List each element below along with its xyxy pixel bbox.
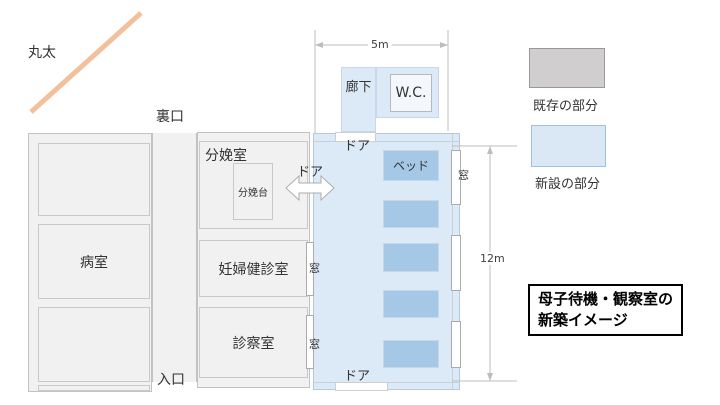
delivery-table-label: 分娩台 [238, 188, 268, 199]
title-line-1: 母子待機・観察室の [538, 290, 674, 308]
dim-arrow-top [487, 146, 493, 154]
dim-label-5m: 5m [368, 38, 392, 51]
door-label-top: ドア [344, 139, 371, 154]
ward-label: 病室 [80, 254, 108, 271]
window-right-3 [451, 321, 461, 368]
dim-arrow-right [440, 42, 448, 48]
window-label-left-1: 窓 [309, 262, 320, 275]
corridor-label: 廊下 [345, 80, 372, 95]
window-right-2 [451, 235, 461, 291]
new-building-inner-wall-top [313, 141, 460, 142]
window-label-left-2: 窓 [309, 338, 320, 351]
left-wing [28, 133, 152, 392]
door-opening-bottom [335, 382, 388, 391]
legend-new-swatch [531, 125, 606, 167]
dim-label-12m: 12m [477, 252, 508, 265]
door-opening-top [335, 132, 376, 142]
door-label-bottom: ドア [344, 369, 371, 384]
door-arrow [285, 174, 335, 202]
window-left-2 [306, 315, 314, 369]
door-label-left: ドア [297, 165, 324, 180]
legend-new-label: 新設の部分 [535, 177, 601, 192]
corridor-hall [152, 133, 197, 382]
dim-arrow-bottom [487, 373, 493, 381]
examination-room-label: 診察室 [232, 335, 275, 352]
title-line-2: 新築イメージ [538, 311, 628, 329]
log-label: 丸太 [28, 45, 56, 61]
window-left-1 [306, 242, 314, 296]
bed-label: ベッド [392, 159, 429, 173]
corridor-box: 廊下 [341, 67, 376, 132]
window-label-right: 窓 [458, 169, 469, 182]
delivery-room-label: 分娩室 [205, 148, 247, 164]
legend-existing-swatch [529, 48, 605, 88]
left-room-bottom [38, 307, 150, 382]
wc-label: W.C. [395, 85, 427, 101]
legend-existing-label: 既存の部分 [533, 99, 599, 114]
entrance-label: 入口 [157, 372, 185, 388]
log-line [29, 11, 143, 114]
bed-1: ベッド [383, 150, 439, 181]
prenatal-checkup-room-label: 妊婦健診室 [218, 261, 289, 278]
delivery-table: 分娩台 [233, 163, 273, 220]
title-box: 母子待機・観察室の 新築イメージ [528, 284, 684, 336]
back-entrance-label: 裏口 [156, 109, 184, 125]
window-right-1 [451, 150, 461, 205]
room-ward: 病室 [38, 224, 150, 299]
dim-arrow-left [315, 42, 323, 48]
bed-2 [383, 200, 439, 228]
left-room-top [38, 143, 150, 216]
left-wing-bottom-strip [38, 385, 150, 391]
bed-3 [383, 243, 439, 272]
right-wing [197, 132, 310, 388]
bed-5 [383, 340, 439, 368]
wc-inner: W.C. [390, 74, 432, 112]
bed-4 [383, 290, 439, 318]
